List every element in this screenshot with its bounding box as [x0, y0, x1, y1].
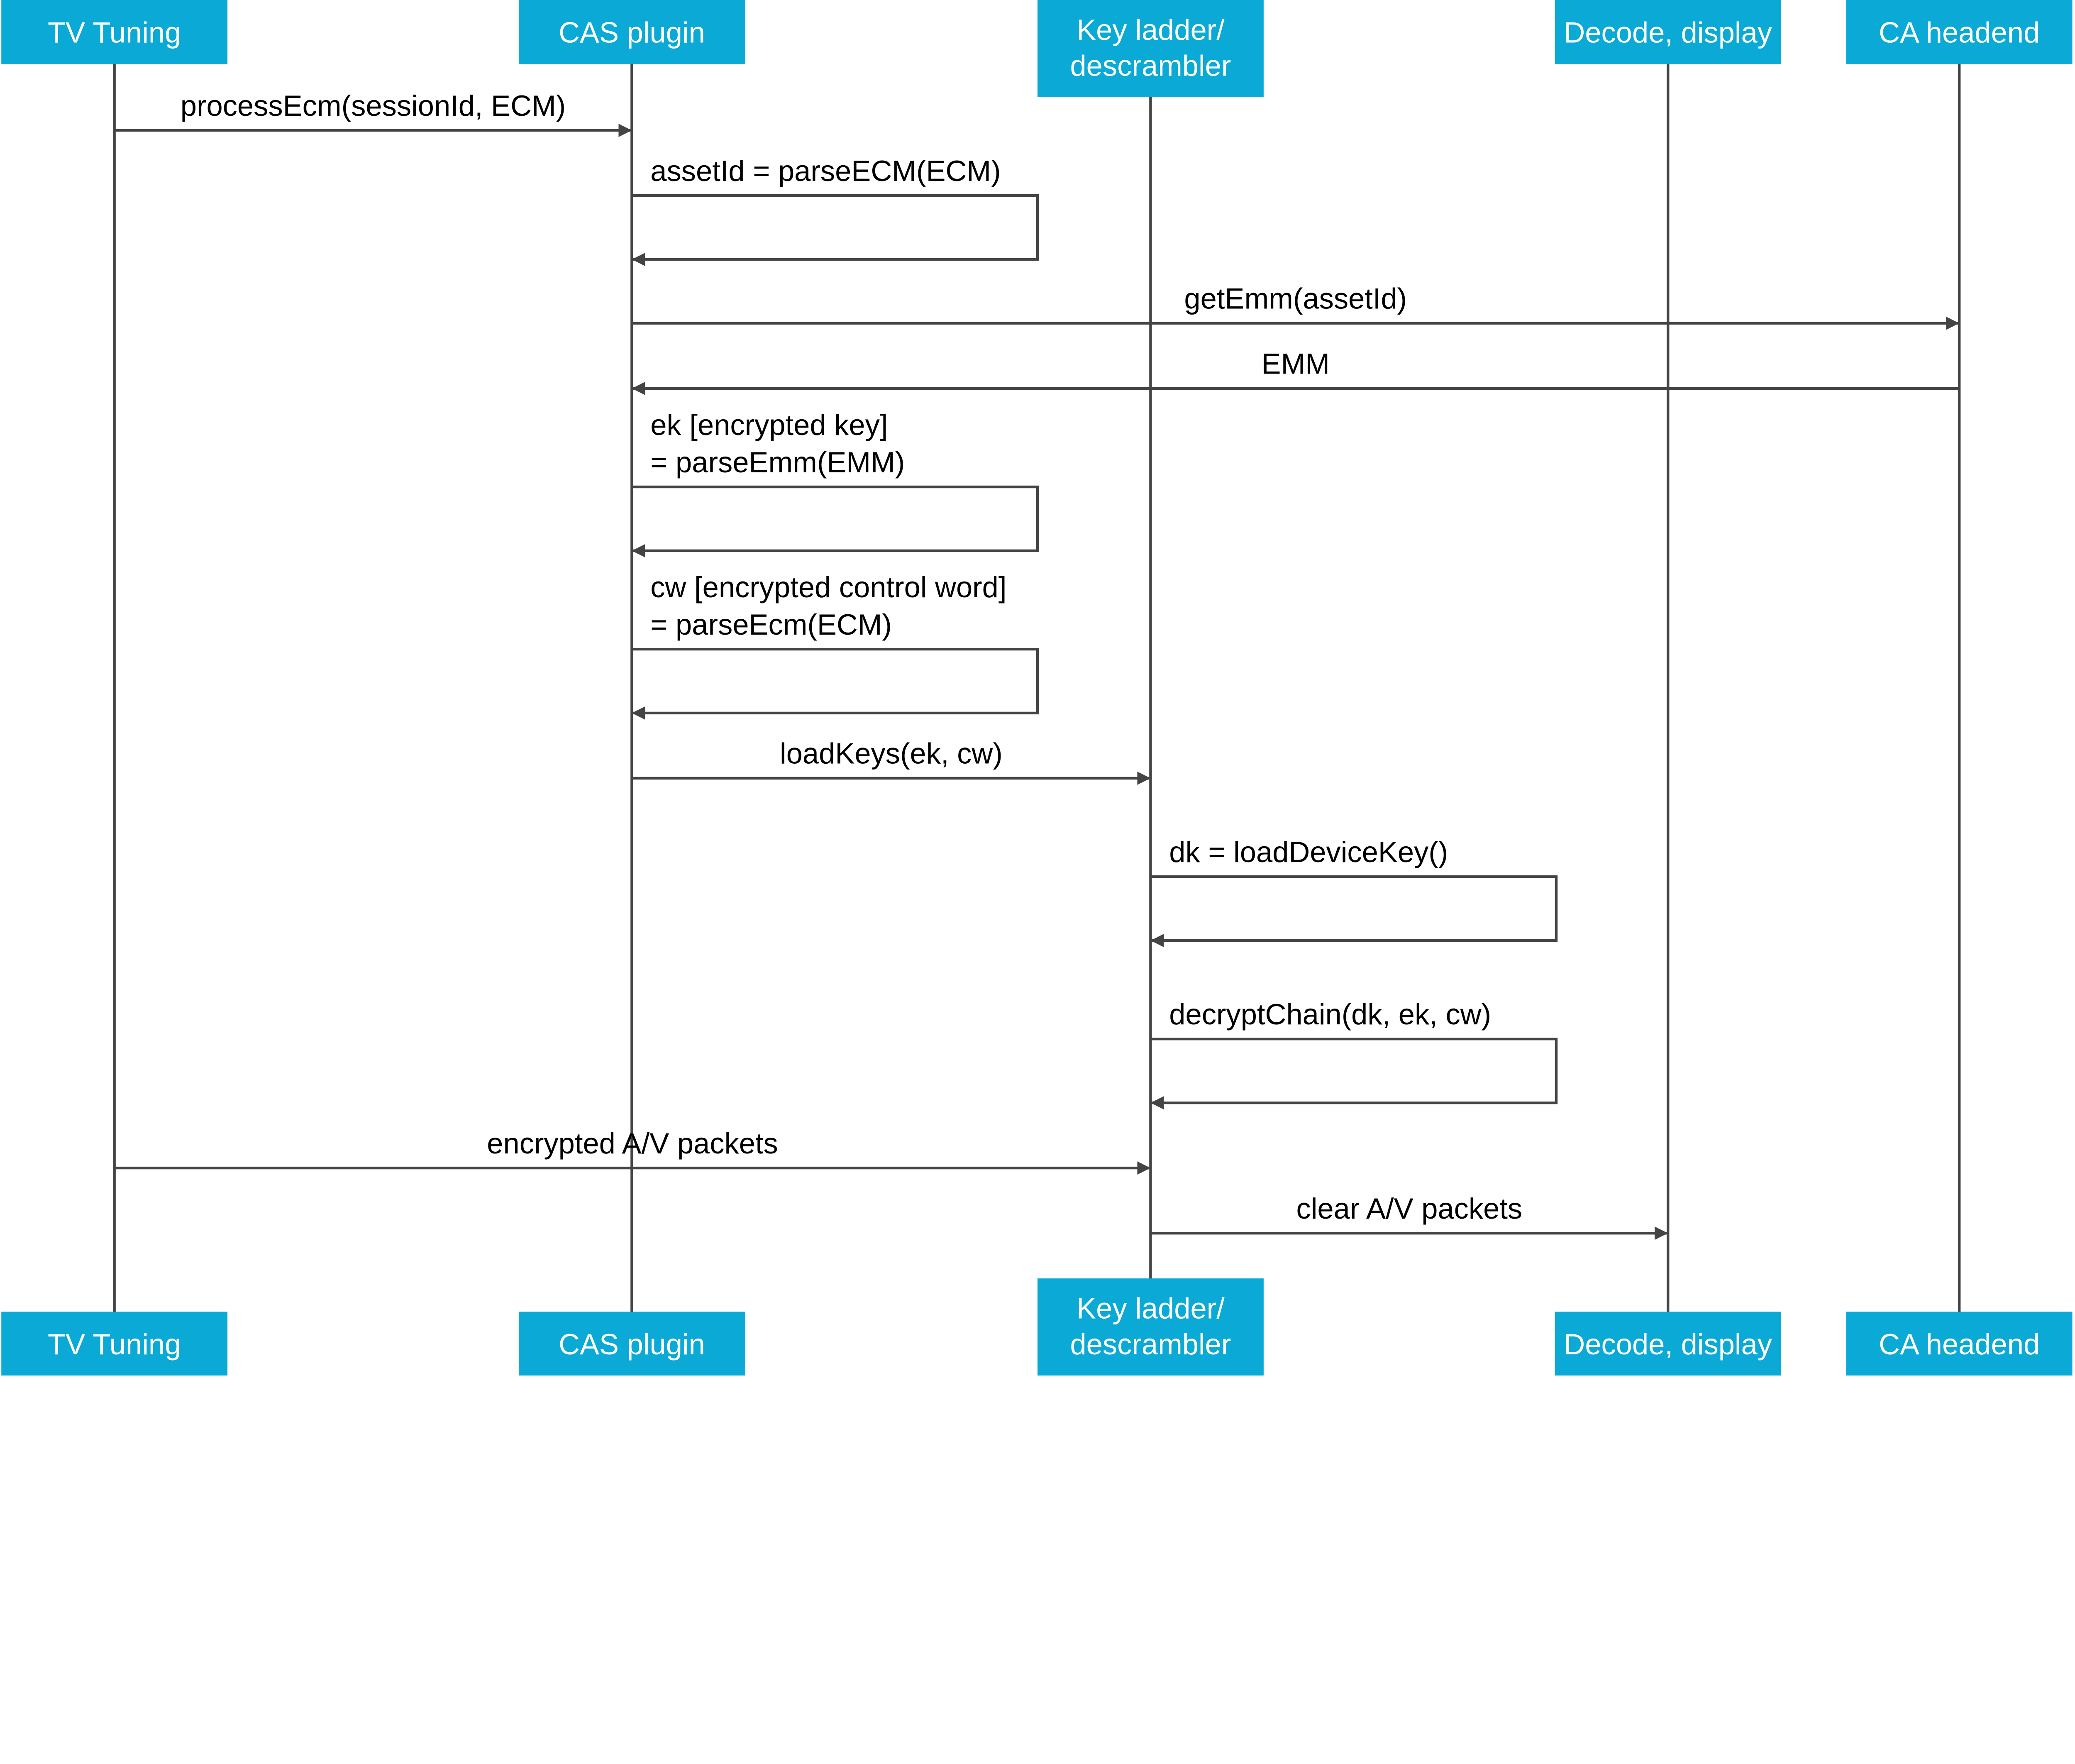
participant-box: [1038, 0, 1264, 97]
participant-label: Key ladder/: [1077, 1292, 1225, 1324]
message-label: = parseEmm(EMM): [650, 446, 905, 479]
self-message-arrow: [1150, 875, 1558, 948]
message-cw-encrypted-control-word-parseecm-ecm: cw [encrypted control word] = parseEcm(EC…: [632, 571, 1039, 720]
participant-bottom-cas-plugin: CAS plugin: [519, 1312, 745, 1376]
participant-box: [1555, 0, 1781, 64]
message-label: cw [encrypted control word]: [650, 571, 1006, 603]
message-assetid-parseecm-ecm: assetId = parseECM(ECM): [632, 154, 1039, 266]
participant-label: CA headend: [1879, 16, 2040, 49]
message-loadkeys-ek-cw: loadKeys(ek, cw): [632, 737, 1151, 785]
participant-top-cas-plugin: CAS plugin: [519, 0, 745, 64]
participant-bottom-key-ladder-descrambler: Key ladder/descrambler: [1038, 1278, 1264, 1376]
participant-label: TV Tuning: [48, 16, 181, 49]
participant-box: [519, 1312, 745, 1376]
message-decryptchain-dk-ek-cw: decryptChain(dk, ek, cw): [1150, 998, 1558, 1110]
self-message-arrow: [1150, 1037, 1558, 1110]
participant-label: TV Tuning: [48, 1328, 181, 1361]
participant-top-tv-tuning: TV Tuning: [1, 0, 228, 64]
participant-label: CAS plugin: [559, 1328, 705, 1361]
message-label: EMM: [1262, 347, 1330, 380]
participant-box: [1, 0, 228, 64]
message-label: clear A/V packets: [1296, 1192, 1522, 1225]
participant-label: Decode, display: [1564, 1328, 1772, 1361]
participant-top-decode-display: Decode, display: [1555, 0, 1781, 64]
message-label: assetId = parseECM(ECM): [650, 154, 1001, 187]
message-encrypted-a-v-packets: encrypted A/V packets: [114, 1127, 1151, 1175]
self-message-arrow: [632, 194, 1039, 266]
participant-bottom-decode-display: Decode, display: [1555, 1312, 1781, 1376]
self-message-arrow: [632, 647, 1039, 720]
message-ek-encrypted-key-parseemm-emm: ek [encrypted key] = parseEmm(EMM): [632, 408, 1039, 557]
message-emm: EMM: [632, 347, 1960, 395]
participant-box: [1846, 1312, 2073, 1376]
message-label: = parseEcm(ECM): [650, 608, 892, 641]
participant-box: [519, 0, 745, 64]
message-label: loadKeys(ek, cw): [780, 737, 1003, 770]
participant-label: descrambler: [1070, 1328, 1231, 1361]
message-label: decryptChain(dk, ek, cw): [1169, 998, 1491, 1031]
message-processecm-sessionid-ecm: processEcm(sessionId, ECM): [114, 89, 632, 137]
message-label: dk = loadDeviceKey(): [1169, 836, 1448, 868]
participant-box: [1846, 0, 2073, 64]
participant-label: CA headend: [1879, 1328, 2040, 1361]
message-label: encrypted A/V packets: [487, 1127, 778, 1160]
message-label: ek [encrypted key]: [650, 408, 888, 441]
sequence-diagram: processEcm(sessionId, ECM) assetId = pars…: [1, 0, 2073, 1376]
message-label: processEcm(sessionId, ECM): [181, 89, 566, 122]
participant-label: Decode, display: [1564, 16, 1772, 49]
participant-label: Key ladder/: [1077, 13, 1225, 46]
self-message-arrow: [632, 485, 1039, 557]
participant-box: [1038, 1278, 1264, 1376]
message-getemm-assetid: getEmm(assetId): [632, 282, 1960, 330]
participant-top-key-ladder-descrambler: Key ladder/descrambler: [1038, 0, 1264, 97]
participant-bottom-ca-headend: CA headend: [1846, 1312, 2073, 1376]
participant-label: CAS plugin: [559, 16, 705, 49]
participant-box: [1, 1312, 228, 1376]
message-label: getEmm(assetId): [1184, 282, 1407, 315]
participant-bottom-tv-tuning: TV Tuning: [1, 1312, 228, 1376]
participant-top-ca-headend: CA headend: [1846, 0, 2073, 64]
participant-label: descrambler: [1070, 49, 1231, 82]
participant-box: [1555, 1312, 1781, 1376]
message-dk-loaddevicekey: dk = loadDeviceKey(): [1150, 836, 1558, 948]
message-clear-a-v-packets: clear A/V packets: [1150, 1192, 1668, 1240]
